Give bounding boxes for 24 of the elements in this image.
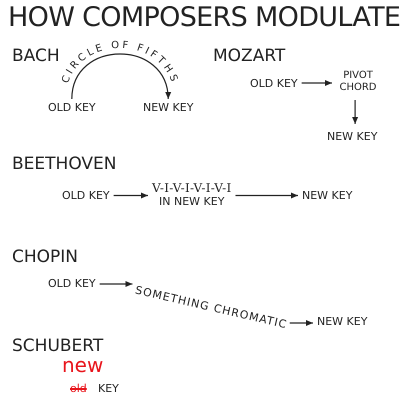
arrow [290,320,313,326]
node-text: OLD KEY [62,189,110,203]
node-text: NEW KEY [143,101,194,115]
composer-name: MOZART [213,45,286,68]
node-text: OLD KEY [48,277,96,291]
node-subtext: IN NEW KEY [159,195,224,209]
node-text: OLD KEY [250,77,298,91]
arrow [235,192,298,198]
composer-name: BACH [12,45,60,68]
node-text: NEW KEY [327,130,378,144]
key-text: KEY [98,381,119,397]
node-text: NEW KEY [317,315,368,329]
node-text: OLD KEY [48,101,96,115]
arrow [100,281,132,287]
arrow [302,80,332,86]
arrow [352,100,358,124]
struck-text: old [70,381,87,397]
node-text: V-I-V-I-V-I-V-I [152,181,232,195]
composer-name: CHOPIN [12,246,78,269]
arrow [114,192,148,198]
node-text: PIVOT CHORD [338,70,378,94]
diagram-title: HOW COMPOSERS MODULATE [8,2,400,34]
node-text: NEW KEY [302,189,352,203]
composer-name: BEETHOVEN [12,153,116,176]
